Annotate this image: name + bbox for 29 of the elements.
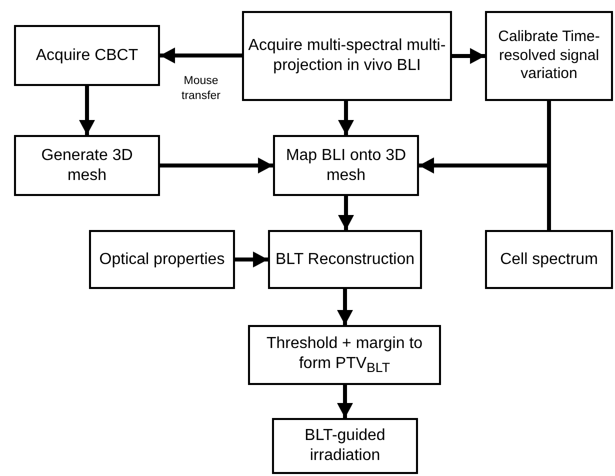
step-text: Threshold + margin to form PTV$_{BLT}$ <box>265 334 424 376</box>
process-box <box>485 11 613 101</box>
arrow <box>160 158 273 174</box>
process-box <box>268 230 422 289</box>
process-box <box>273 135 419 196</box>
step-text: Generate 3D mesh <box>40 146 134 186</box>
step-text: Acquire multi-spectral multi-projection in vivo BLI <box>248 36 446 76</box>
step-text: Calibrate Time-resolved signal variation <box>497 28 601 84</box>
arrow <box>452 48 485 64</box>
process-box <box>485 230 613 289</box>
arrow <box>337 289 353 325</box>
process-box <box>242 11 452 101</box>
process-box <box>14 25 160 86</box>
arrow <box>160 48 242 64</box>
step-text: Cell spectrum <box>500 250 598 270</box>
step-text: Optical properties <box>99 250 225 270</box>
arrow <box>338 196 354 230</box>
step-text: Acquire CBCT <box>36 46 138 66</box>
arrow <box>235 252 268 268</box>
process-box <box>272 418 418 474</box>
step-text: BLT Reconstruction <box>275 250 415 270</box>
arrow <box>79 86 95 135</box>
process-box <box>89 230 235 289</box>
arrow <box>337 385 353 418</box>
step-text: BLT-guided irradiation <box>304 426 386 466</box>
process-box <box>248 325 441 385</box>
arrow <box>338 101 354 135</box>
process-box <box>14 135 160 196</box>
step-text: Map BLI onto 3D mesh <box>284 146 408 186</box>
